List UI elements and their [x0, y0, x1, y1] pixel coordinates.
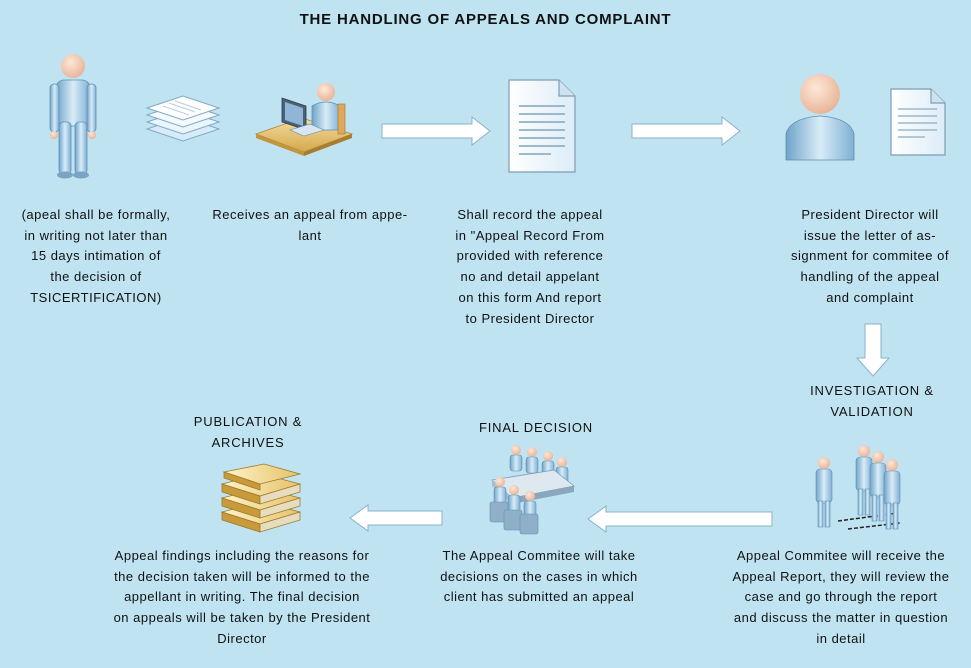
step-6-label: FINAL DECISION	[478, 420, 593, 435]
person-bust-icon	[785, 74, 855, 161]
document-icon	[508, 79, 576, 173]
step-1-text: (apeal shall be formally, in writing not…	[21, 207, 171, 305]
step-7-text: Appeal findings including the reasons fo…	[113, 548, 371, 646]
step-2-text: Receives an appeal from appe- lant	[212, 207, 408, 243]
step-5-text: Appeal Commitee will receive the Appeal …	[732, 548, 950, 646]
step-5-label: INVESTIGATION & VALIDATION	[810, 383, 934, 419]
step-4-text: President Director will issue the letter…	[791, 207, 949, 305]
person-icon	[49, 54, 97, 179]
arrow-left-1	[587, 505, 773, 533]
arrow-left-2	[349, 504, 443, 532]
diagram-title: THE HANDLING OF APPEALS AND COMPLAINT	[299, 11, 672, 28]
letter-icon	[890, 88, 946, 156]
arrow-right-2	[631, 115, 741, 147]
arrow-down	[855, 323, 891, 377]
documents-stack-icon	[145, 95, 221, 142]
team-standing-icon	[815, 445, 901, 530]
step-3-text: Shall record the appeal in "Appeal Recor…	[455, 207, 605, 326]
book-stack-icon	[220, 463, 302, 533]
person-at-desk-icon	[254, 83, 354, 156]
arrow-right-1	[381, 115, 491, 147]
step-6-text: The Appeal Commitee will take decisions …	[440, 548, 638, 605]
meeting-table-icon	[489, 445, 575, 535]
step-7-label: PUBLICATION & ARCHIVES	[193, 414, 303, 450]
